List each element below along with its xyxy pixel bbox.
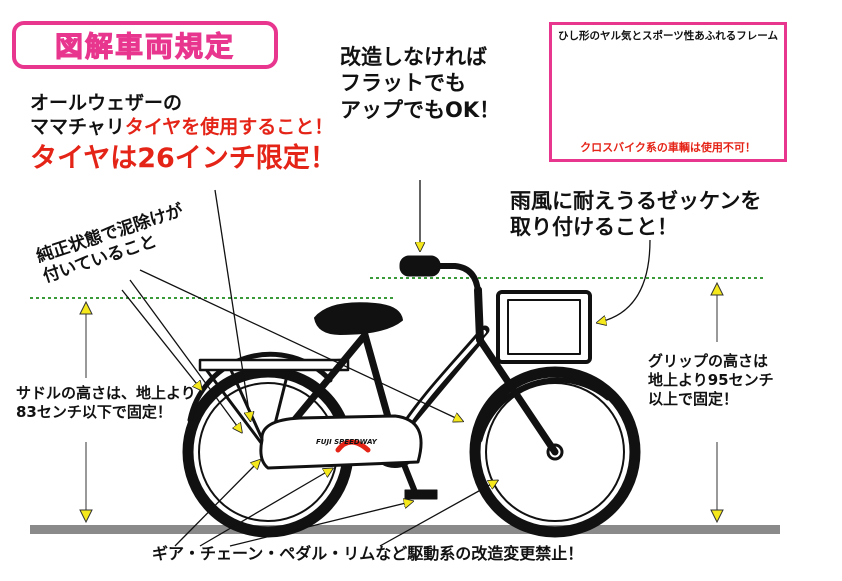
cross-bike-top-label: ひし形のヤル気とスポーツ性あふれるフレーム bbox=[558, 30, 778, 42]
grip-height-note: グリップの高さは 地上より95センチ 以上で固定！ bbox=[648, 352, 774, 408]
grip-line-2: 地上より95センチ bbox=[648, 370, 774, 389]
mod-line-3: アップでもOK！ bbox=[340, 97, 501, 122]
saddle bbox=[314, 302, 403, 335]
tire-note-line2a: ママチャリ bbox=[30, 115, 125, 138]
tire-note-line2b: タイヤを使用すること！ bbox=[124, 115, 334, 138]
drivetrain-note: ギア・チェーン・ペダル・リムなど駆動系の改造変更禁止！ bbox=[152, 544, 584, 563]
tire-note-line1: オールウェザーの bbox=[30, 92, 183, 114]
basket bbox=[496, 290, 592, 364]
chain-guard bbox=[259, 414, 423, 470]
handlebar bbox=[427, 263, 481, 295]
grip-height-arrow bbox=[710, 281, 724, 524]
num-line-2: 取り付けること！ bbox=[510, 215, 678, 240]
grip-line-1: グリップの高さは bbox=[648, 352, 769, 370]
grip-line-3: 以上で固定！ bbox=[648, 389, 739, 408]
bicycle bbox=[182, 255, 641, 538]
cross-bike-box: ひし形のヤル気とスポーツ性あふれるフレーム クロスバイク系の車輌は使用不可！ bbox=[549, 22, 787, 162]
num-line-1: 雨風に耐えうるゼッケンを bbox=[510, 189, 762, 213]
pointer-arrows bbox=[121, 180, 651, 547]
title-box: 図解車両規定 bbox=[12, 21, 278, 69]
saddle-line-2: 83センチ以下で固定！ bbox=[16, 402, 172, 421]
saddle-line-1: サドルの高さは、地上より bbox=[16, 384, 196, 402]
tire-note: オールウェザーの ママチャリタイヤを使用すること！ タイヤは26インチ限定！ bbox=[30, 92, 337, 175]
grip bbox=[399, 255, 441, 277]
pedal bbox=[404, 489, 438, 500]
mod-line-1: 改造しなければ bbox=[340, 45, 487, 69]
saddle-height-note: サドルの高さは、地上より 83センチ以下で固定！ bbox=[16, 384, 196, 422]
tire-size-note: タイヤは26インチ限定！ bbox=[30, 142, 337, 174]
cross-bike-warning: クロスバイク系の車輌は使用不可！ bbox=[580, 141, 756, 154]
handlebar-modification-note: 改造しなければ フラットでも アップでもOK！ bbox=[340, 44, 500, 123]
frame-logo: FUJI SPEEDWAY bbox=[316, 438, 378, 446]
mod-line-2: フラットでも bbox=[340, 71, 466, 96]
page-title: 図解車両規定 bbox=[54, 30, 235, 64]
tire-note-line2: ママチャリタイヤを使用すること！ bbox=[30, 116, 337, 140]
number-cloth-note: 雨風に耐えうるゼッケンを 取り付けること！ bbox=[510, 188, 761, 241]
saddle-height-arrow bbox=[79, 300, 93, 524]
front-tire bbox=[469, 366, 641, 538]
ground-bar bbox=[30, 525, 780, 534]
front-fender bbox=[477, 377, 611, 443]
